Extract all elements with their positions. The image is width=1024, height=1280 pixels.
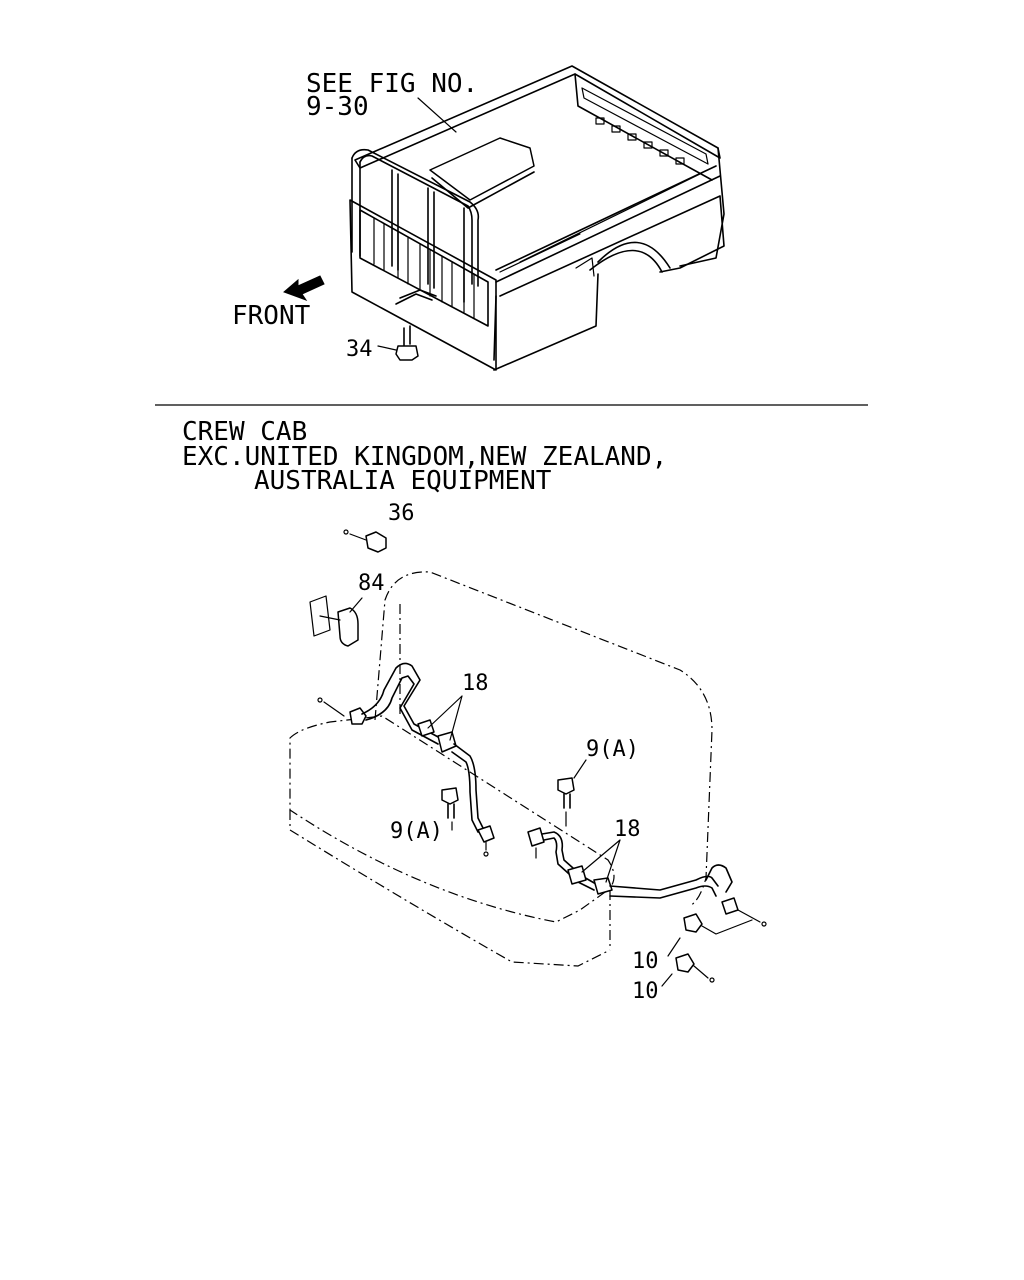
- bolt-9a-lower-icon: [441, 787, 459, 831]
- callout-10-lower: 10: [632, 979, 659, 1004]
- seat-back-outline: [374, 571, 713, 907]
- see-fig-leader: [417, 97, 457, 133]
- callout-84: 84: [358, 571, 385, 596]
- cover-84-icon: [309, 595, 363, 647]
- front-label: FRONT: [232, 301, 311, 331]
- callout-18-right: 18: [614, 817, 641, 842]
- right-seat-belt: [527, 827, 767, 927]
- left-seat-belt: [317, 662, 495, 857]
- pickup-bed-illustration: [349, 65, 725, 371]
- clip-36-icon: [343, 529, 387, 553]
- exclusion-heading: EXC.UNITED KINGDOM,NEW ZEALAND,: [182, 442, 667, 472]
- see-fig-label-line1: SEE FIG NO.: [306, 69, 478, 99]
- equipment-heading: AUSTRALIA EQUIPMENT: [254, 466, 552, 496]
- seat-cushion-outline: [289, 715, 615, 923]
- callout-9a-lower: 9(A): [390, 819, 443, 844]
- front-arrow-icon: [283, 275, 325, 301]
- callout-36: 36: [388, 501, 415, 526]
- callout-34: 34: [346, 337, 373, 362]
- callout-18-left: 18: [462, 671, 489, 696]
- bolt-10-lower-icon: [661, 953, 715, 987]
- callout-9a-upper: 9(A): [586, 737, 639, 762]
- callout-10-upper: 10: [632, 949, 659, 974]
- crew-cab-heading: CREW CAB: [182, 417, 307, 447]
- bolt-10-upper-icon: [667, 913, 753, 957]
- bolt-9a-upper-icon: [557, 759, 587, 827]
- bolt-34-icon: [377, 325, 419, 361]
- see-fig-label-line2: 9-30: [306, 92, 369, 122]
